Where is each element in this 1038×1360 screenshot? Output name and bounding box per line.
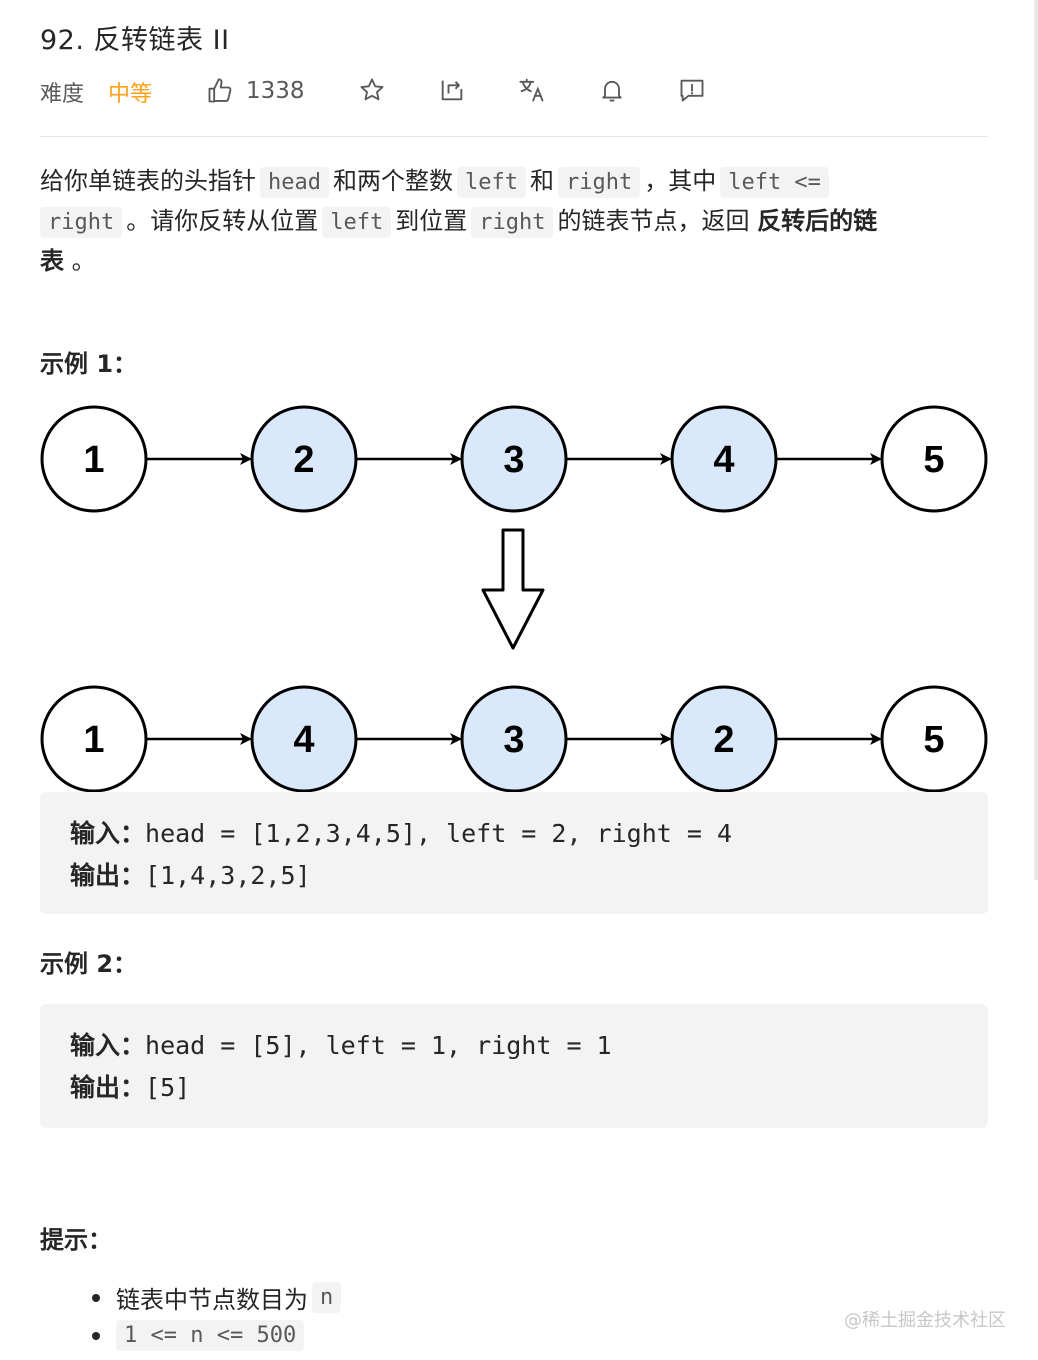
node-label: 4 (713, 439, 734, 481)
bell-icon[interactable] (598, 76, 626, 104)
problem-meta-bar: 难度 中等 1338 (40, 74, 988, 108)
list-item: 1 <= n <= 500 (92, 1320, 308, 1351)
node-label: 3 (503, 719, 524, 761)
inline-code: right (557, 167, 641, 198)
inline-code: n (312, 1282, 342, 1313)
output-label: 输出： (70, 861, 146, 890)
node-label: 4 (293, 719, 314, 761)
desc-text: 到位置 (395, 207, 468, 235)
bullet (92, 1293, 100, 1302)
list-node (250, 685, 358, 793)
desc-text: 和 (529, 167, 554, 195)
node-label: 1 (83, 439, 104, 481)
bullet (92, 1331, 100, 1340)
down-arrow-icon (481, 528, 545, 650)
translate-icon[interactable] (518, 76, 546, 104)
list-node (880, 685, 988, 793)
example-2-output: 输出：[5] (70, 1068, 190, 1104)
list-node (40, 405, 148, 513)
divider (40, 136, 988, 137)
desc-bold: 反转后的链 (757, 207, 878, 235)
inline-code: left <= (720, 167, 829, 198)
inline-code: left (322, 207, 392, 238)
desc-text: 的链表节点，返回 (557, 207, 750, 235)
example-1-label: 示例 1： (40, 350, 138, 378)
list-node (670, 405, 778, 513)
list-node (670, 685, 778, 793)
star-icon[interactable] (358, 76, 386, 104)
example-1-code-block: 输入：head = [1,2,3,4,5], left = 2, right =… (40, 792, 988, 914)
problem-title: 92. 反转链表 II (40, 25, 230, 56)
example-1-input: 输入：head = [1,2,3,4,5], left = 2, right =… (70, 814, 732, 850)
example-2-code-block: 输入：head = [5], left = 1, right = 1 输出：[5… (40, 1004, 988, 1128)
inline-code: head (260, 167, 329, 198)
linked-list-diagram: 1 2 3 4 5 1 4 3 2 5 (40, 405, 988, 793)
example-2-input: 输入：head = [5], left = 1, right = 1 (70, 1026, 612, 1062)
thumbs-up-icon (208, 78, 232, 103)
list-before-reverse: 1 2 3 4 5 (40, 405, 988, 513)
input-value: head = [1,2,3,4,5], left = 2, right = 4 (145, 819, 733, 848)
desc-text: 和两个整数 (332, 167, 453, 195)
watermark: @稀土掘金技术社区 (844, 1310, 1006, 1331)
node-label: 2 (713, 719, 734, 761)
feedback-icon[interactable] (678, 76, 706, 104)
list-after-reverse: 1 4 3 2 5 (40, 685, 988, 793)
node-label: 1 (83, 719, 104, 761)
tip-text: 链表中节点数目为 (116, 1286, 308, 1314)
tips-label: 提示： (40, 1226, 112, 1254)
node-label: 5 (923, 719, 944, 761)
desc-text: ，其中 (644, 167, 717, 195)
node-label: 2 (293, 439, 314, 481)
input-label: 输入： (70, 819, 146, 848)
inline-code: right (471, 207, 554, 238)
desc-bold: 表 (40, 247, 64, 275)
inline-code: 1 <= n <= 500 (116, 1320, 305, 1351)
desc-text: 给你单链表的头指针 (40, 167, 256, 195)
output-label: 输出： (70, 1073, 146, 1102)
node-label: 3 (503, 439, 524, 481)
list-node (460, 685, 568, 793)
output-value: [1,4,3,2,5] (145, 861, 311, 890)
list-node (250, 405, 358, 513)
input-value: head = [5], left = 1, right = 1 (145, 1031, 612, 1060)
node-label: 5 (923, 439, 944, 481)
example-1-output: 输出：[1,4,3,2,5] (70, 856, 311, 892)
list-node (40, 685, 148, 793)
desc-text: 。请你反转从位置 (126, 207, 319, 235)
desc-text: 。 (71, 247, 96, 275)
difficulty-label: 难度 (40, 82, 85, 107)
like-button[interactable]: 1338 (206, 76, 305, 106)
example-2-label: 示例 2： (40, 950, 138, 978)
inline-code: right (40, 207, 123, 238)
difficulty-badge: 中等 (108, 82, 153, 107)
like-count: 1338 (246, 78, 305, 104)
scrollbar-track[interactable] (1034, 0, 1038, 880)
input-label: 输入： (70, 1031, 146, 1060)
list-node (460, 405, 568, 513)
inline-code: left (456, 167, 526, 198)
list-node (880, 405, 988, 513)
output-value: [5] (145, 1073, 191, 1102)
share-icon[interactable] (438, 76, 466, 104)
